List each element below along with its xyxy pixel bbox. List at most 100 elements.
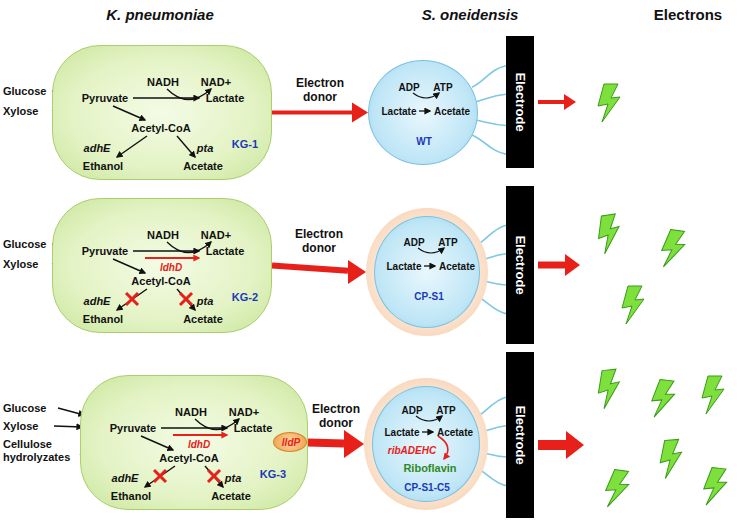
cell-text: Acetate <box>183 160 223 173</box>
cell-text: Pyruvate <box>82 245 128 258</box>
pathway-arrow <box>173 434 227 436</box>
nanowire <box>472 66 506 88</box>
column-heading: K. pneumoniae <box>106 6 214 24</box>
cell-text: NADH <box>147 76 179 89</box>
cell-text: ldhD <box>160 261 182 274</box>
substrate-label: Xylose <box>3 258 38 271</box>
electron-bolt <box>702 467 728 507</box>
cell-text: NAD+ <box>229 406 259 419</box>
cell-text: CP-S1-C5 <box>404 481 450 494</box>
pathway-arrow <box>180 293 192 305</box>
cell-text: ribADEHC <box>388 444 436 457</box>
cell-text: Riboflavin <box>403 462 456 475</box>
bacterium-cell: ADP ATP Lactate AcetateribADEHC RiboflavinCP… <box>364 378 488 510</box>
pathway-arrow <box>145 257 199 259</box>
pathway-arrow <box>180 293 192 305</box>
cell-text: Acetyl-CoA <box>159 452 218 465</box>
cell-text: Acetate <box>439 260 475 273</box>
pathway-arrow <box>141 436 173 450</box>
cell-text: Lactate <box>206 92 245 105</box>
arrow-head <box>352 103 368 123</box>
cell-text: KG-3 <box>260 468 286 481</box>
electrode-bar: Electrode <box>506 36 534 168</box>
substrate-label: Xylose <box>3 105 38 118</box>
cell-text: CP-S1 <box>414 290 443 303</box>
nanowire <box>472 94 506 102</box>
edge-label: Electron donor <box>287 227 351 255</box>
pathway-arrow <box>177 289 195 310</box>
cell-text: Pyruvate <box>82 92 128 105</box>
substrate-label: Glucose <box>3 402 46 415</box>
bacterium-cell: ADPATPLactateAcetateWT <box>368 60 478 165</box>
electron-bolt <box>659 229 686 270</box>
cell-text: ADP <box>398 81 419 94</box>
column-heading: S. oneidensis <box>422 6 519 24</box>
pathway-arrow <box>208 470 220 482</box>
pathway-arrow <box>422 431 433 432</box>
arrow-shaft <box>308 439 344 448</box>
electron-bolt <box>622 286 644 324</box>
cell-text: Acetate <box>183 313 223 326</box>
cell-text: Acetate <box>211 490 251 503</box>
pathway-arrow <box>413 93 439 98</box>
pathway-arrow <box>126 293 138 305</box>
cell-text: Acetyl-CoA <box>131 275 190 288</box>
cell-text: pta <box>197 295 214 308</box>
electron-donor-arrow <box>272 260 366 284</box>
electron-bolt <box>659 439 684 478</box>
pathway-arrow <box>208 470 220 482</box>
arrow-shaft <box>272 266 348 271</box>
electron-bolt <box>596 369 622 409</box>
pathway-arrow <box>424 265 435 266</box>
bacterium-cell: NADHNAD+PyruvateLactateldhDAcetyl-CoAadh… <box>80 375 308 510</box>
pathway-arrow <box>177 136 195 157</box>
substrate-label: Cellulose hydrolyzates <box>3 438 79 464</box>
cell-text: Acetyl-CoA <box>131 122 190 135</box>
column-heading: Electrons <box>654 6 722 24</box>
cell-text: Pyruvate <box>110 422 156 435</box>
pathway-arrow <box>133 97 199 98</box>
cell-text: Ethanol <box>83 160 123 173</box>
electrode-label: Electrode <box>513 72 528 131</box>
cell-text: pta <box>225 472 242 485</box>
substrate-label: Glucose <box>3 85 46 98</box>
arrow-head <box>348 260 366 284</box>
edge-label: Electron donor <box>304 402 368 430</box>
transporter: lldP <box>273 432 307 452</box>
cell-text: NAD+ <box>201 76 231 89</box>
cell-text: NADH <box>147 229 179 242</box>
pathway-arrow <box>161 427 227 428</box>
cell-text: NADH <box>175 406 207 419</box>
edge-label: Electron donor <box>288 76 352 104</box>
electrode-bar: Electrode <box>506 186 534 344</box>
electron-donor-arrow <box>272 103 368 123</box>
pathway-arrow <box>145 466 175 487</box>
electron-bolt <box>603 469 630 510</box>
cell-text: adhE <box>112 472 139 485</box>
cell-text: Ethanol <box>83 313 123 326</box>
current-arrow <box>538 431 584 459</box>
pathway-arrow <box>167 242 211 253</box>
cell-text: ADP <box>403 236 424 249</box>
pathway-arrow <box>419 110 430 111</box>
electron-bolt <box>598 84 620 122</box>
electron-bolt <box>595 214 622 255</box>
cell-text: Lactate <box>384 426 419 439</box>
cell-text: Acetate <box>437 426 473 439</box>
arrow-shaft <box>272 111 352 115</box>
cell-text: Ethanol <box>111 490 151 503</box>
electron-bolt <box>650 379 676 419</box>
cell-text: ADP <box>401 404 422 417</box>
pathway-arrow <box>154 470 166 482</box>
cell-text: ATP <box>436 404 455 417</box>
pathway-arrow <box>113 106 145 120</box>
pathway-arrow <box>126 293 138 305</box>
current-arrow <box>538 254 580 276</box>
bacterium-cell: ADPATPLactateAcetateCP-S1 <box>366 208 488 336</box>
cell-text: pta <box>197 142 214 155</box>
cell-text: Lactate <box>234 422 273 435</box>
pathway-arrow <box>418 248 444 253</box>
pathway-arrow <box>113 259 145 273</box>
bacterium-cell: NADHNAD+PyruvateLactateldhDAcetyl-CoAadh… <box>52 198 272 333</box>
pathway-arrow <box>205 466 223 487</box>
